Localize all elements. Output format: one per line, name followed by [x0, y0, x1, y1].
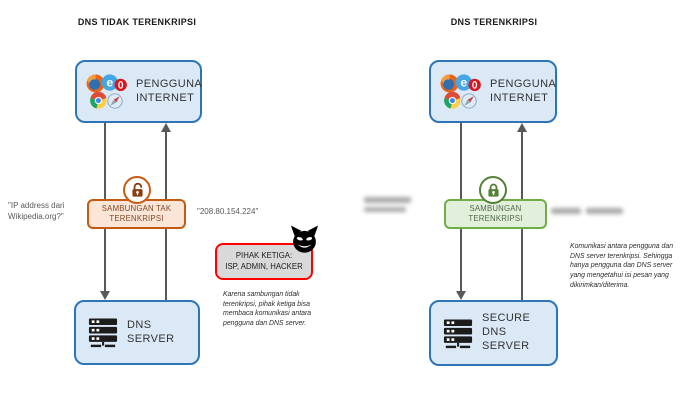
third-party-label: PIHAK KETIGA: ISP, ADMIN, HACKER	[225, 250, 303, 271]
open-lock-icon	[128, 181, 147, 200]
right-connection-box: SAMBUNGAN TERENKRIPSI	[444, 199, 547, 229]
server-rack-icon	[88, 317, 118, 348]
third-party-box: PIHAK KETIGA: ISP, ADMIN, HACKER	[215, 243, 313, 280]
left-dns-server-label: DNS SERVER	[127, 318, 175, 345]
right-query-arrowhead-icon	[456, 291, 466, 300]
left-internet-user-label: PENGGUNA INTERNET	[136, 77, 203, 104]
right-secure-dns-server-box: SECURE DNS SERVER	[429, 300, 558, 366]
browser-cluster-icon	[85, 74, 127, 110]
right-panel-title: DNS TERENKRIPSI	[450, 17, 538, 27]
right-connection-label: SAMBUNGAN TERENKRIPSI	[468, 203, 523, 223]
left-panel-title: DNS TIDAK TERENKRIPSI	[77, 17, 197, 27]
blurred-response-text	[551, 208, 623, 214]
closed-lock-icon	[484, 181, 503, 200]
dns-query-text: "IP address dari Wikipedia.org?"	[8, 201, 65, 222]
devil-icon	[289, 225, 320, 254]
right-response-arrowhead-icon	[517, 123, 527, 132]
left-connection-label: SAMBUNGAN TAK TERENKRIPSI	[101, 203, 172, 223]
open-lock-badge	[123, 176, 151, 204]
browser-cluster-icon	[439, 74, 481, 110]
right-caption: Komunikasi antara pengguna dan DNS serve…	[570, 243, 674, 289]
left-query-arrowhead-icon	[100, 291, 110, 300]
right-internet-user-label: PENGGUNA INTERNET	[490, 77, 557, 104]
left-response-arrowhead-icon	[161, 123, 171, 132]
server-rack-icon	[443, 318, 473, 349]
left-caption: Karena sambungan tidak terenkripsi, piha…	[223, 291, 312, 327]
left-internet-user-box: PENGGUNA INTERNET	[75, 60, 202, 123]
left-dns-server-box: DNS SERVER	[74, 300, 200, 365]
blurred-query-text	[364, 197, 411, 212]
closed-lock-badge	[479, 176, 507, 204]
right-internet-user-box: PENGGUNA INTERNET	[429, 60, 557, 123]
right-secure-dns-server-label: SECURE DNS SERVER	[482, 312, 531, 352]
dns-response-text: "208.80.154.224"	[197, 207, 259, 216]
